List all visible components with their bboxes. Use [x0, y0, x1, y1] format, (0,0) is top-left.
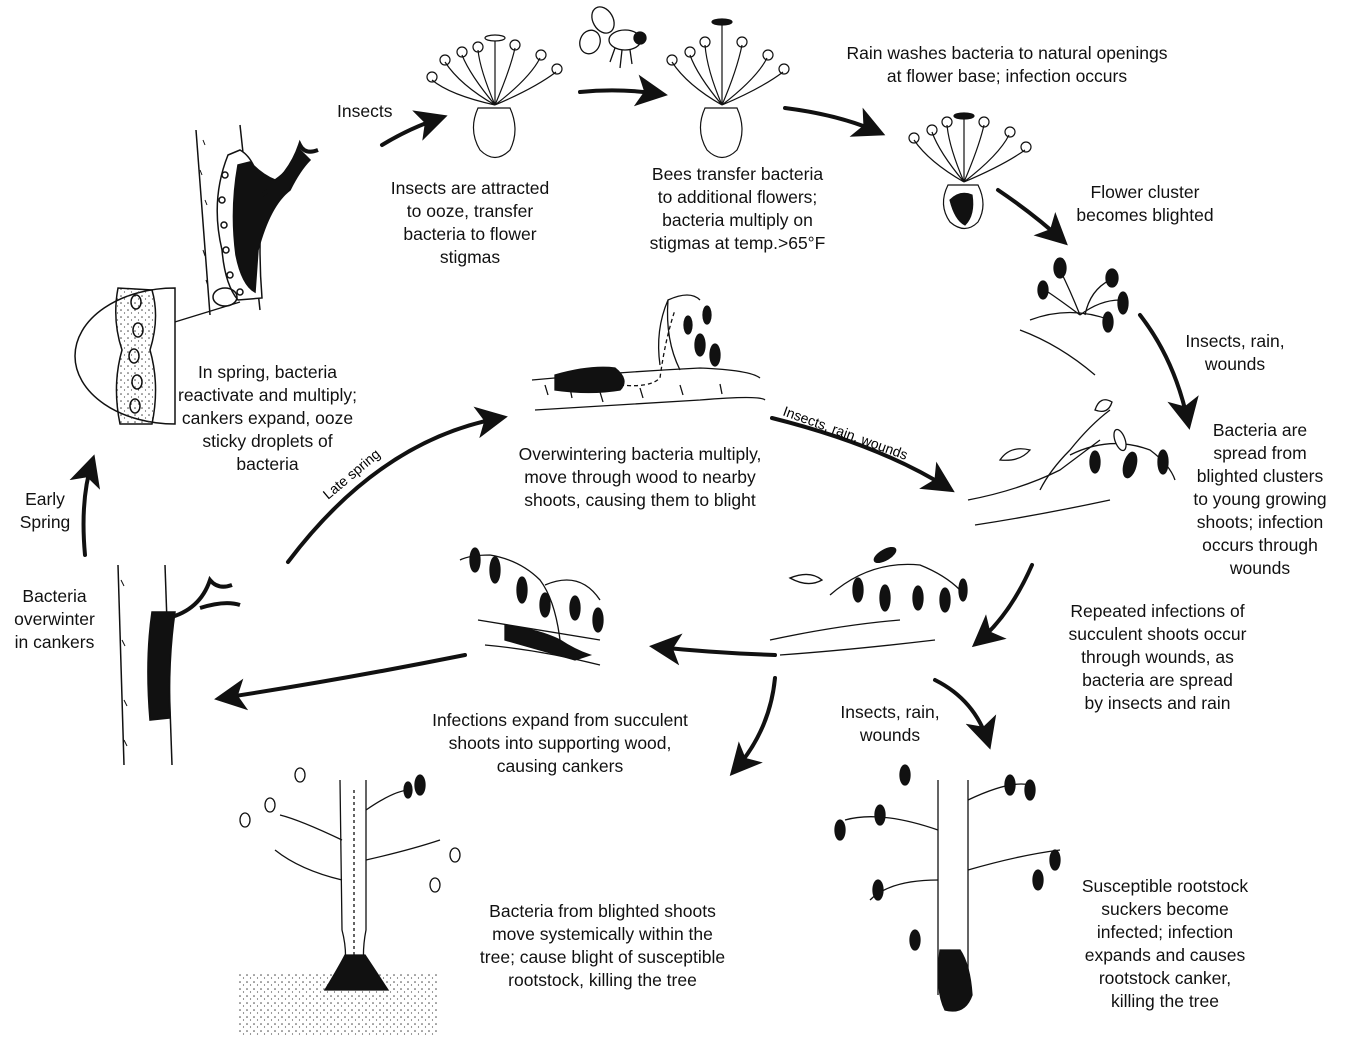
label-flower-cluster: Flower cluster becomes blighted: [1065, 181, 1225, 227]
label-insects: Insects: [337, 100, 392, 123]
arrow-shoots-to-repeated: [978, 565, 1032, 642]
label-insects-attracted: Insects are attracted to ooze, transfer …: [370, 177, 570, 269]
arrow-shoots-to-expand: [657, 647, 775, 655]
label-infections-expand: Infections expand from succulent shoots …: [410, 709, 710, 778]
label-bees-transfer: Bees transfer bacteria to additional flo…: [630, 163, 845, 255]
flower-1: [427, 35, 562, 158]
flower-3-infected: [909, 113, 1031, 229]
arrow-repeated-to-systemic: [735, 678, 775, 770]
label-spring-reactivate: In spring, bacteria reactivate and multi…: [155, 361, 380, 476]
tree-systemic: [238, 768, 460, 1035]
arrow-to-blighted-cluster: [998, 190, 1062, 240]
label-overwinter: Bacteria overwinter in cankers: [2, 585, 107, 654]
arrow-overwinter-to-shoots: [772, 418, 948, 488]
arrow-flower-to-flower: [580, 90, 660, 94]
tree-rootstock-canker: [835, 765, 1060, 1011]
label-bacteria-spread: Bacteria are spread from blighted cluste…: [1175, 419, 1345, 580]
label-insects-rain-wounds-2: Insects, rain, wounds: [825, 701, 955, 747]
trunk-canker-oozing: [196, 125, 318, 315]
canker-forming-branch: [460, 548, 603, 665]
label-rootstock: Susceptible rootstock suckers become inf…: [1065, 875, 1265, 1013]
label-early-spring: Early Spring: [10, 488, 80, 534]
arrow-flower-to-base: [785, 108, 878, 132]
arrow-early-spring: [84, 462, 92, 555]
branch-overwintering: [532, 295, 765, 410]
label-systemic: Bacteria from blighted shoots move syste…: [465, 900, 740, 992]
bee-icon: [576, 3, 646, 68]
label-insects-rain-wounds-diagonal: Insects, rain, wounds: [781, 403, 910, 463]
blighted-cluster: [1020, 258, 1128, 375]
label-insects-rain-wounds-1: Insects, rain, wounds: [1165, 330, 1305, 376]
label-repeated-infections: Repeated infections of succulent shoots …: [1045, 600, 1270, 715]
trunk-overwinter-canker: [118, 565, 240, 765]
label-overwintering-multiply: Overwintering bacteria multiply, move th…: [490, 443, 790, 512]
flower-2: [667, 19, 789, 158]
young-shoots-infected: [968, 400, 1175, 525]
arrow-expand-to-canker: [222, 655, 465, 698]
label-rain-washes: Rain washes bacteria to natural openings…: [812, 42, 1202, 88]
repeated-infection-shoots: [770, 545, 967, 655]
